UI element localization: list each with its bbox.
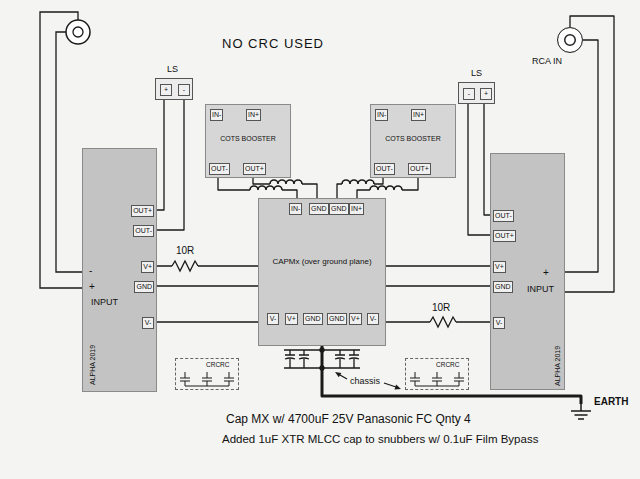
terminal-sign: -	[463, 88, 475, 100]
pin-label: IN-	[375, 109, 388, 121]
wire	[565, 40, 598, 272]
pin-label: GND	[493, 281, 513, 293]
ground-symbol	[570, 404, 592, 422]
input-sign: +	[543, 267, 549, 279]
pin-label: OUT-	[209, 163, 230, 175]
input-label: INPUT	[91, 297, 118, 307]
wire	[157, 100, 164, 210]
wire	[386, 265, 490, 266]
pin-label: GND	[327, 313, 347, 325]
jack-label: RCA IN	[532, 56, 562, 66]
pin-label: IN+	[246, 109, 261, 121]
board-name: CAPMx (over ground plane)	[262, 257, 382, 266]
junction-dot	[320, 366, 324, 370]
pin-label: V+	[285, 313, 298, 325]
diagram-title: NO CRC USED	[222, 37, 324, 52]
leader-arrowhead	[335, 372, 401, 389]
pin-label: V-	[267, 313, 279, 325]
wire	[565, 16, 614, 292]
input-label: INPUT	[527, 284, 554, 294]
pin-label: V-	[142, 317, 154, 329]
pin-label: OUT-	[133, 225, 154, 237]
ground-bars	[571, 404, 591, 419]
capmx-board: IN-GNDGNDIN+CAPMx (over ground plane)V-V…	[258, 198, 386, 346]
wire	[386, 285, 490, 286]
resistor-value: 10R	[432, 302, 450, 314]
pin-label: V-	[493, 317, 505, 329]
inductor-symbol	[250, 180, 402, 190]
chassis-note: chassis	[350, 376, 380, 386]
pin-label: GND	[309, 203, 329, 215]
pin-label: IN-	[210, 109, 223, 121]
pin-label: OUT+	[408, 163, 431, 175]
build-note: Cap MX w/ 4700uF 25V Panasonic FC Qnty 4	[226, 413, 471, 427]
rca-jack: RCA IN	[557, 27, 583, 53]
pin-label: V+	[141, 261, 154, 273]
rca-jack	[66, 20, 90, 44]
resistor-value: 10R	[176, 245, 194, 257]
booster-board: IN- IN+ COTS BOOSTER OUT- OUT+	[205, 104, 291, 178]
pin-label: OUT+	[493, 230, 516, 242]
wire	[468, 104, 490, 235]
earth-label: EARTH	[594, 396, 628, 408]
terminal-label: LS	[167, 64, 178, 74]
junction-dot	[320, 348, 324, 352]
capacitor-symbol	[410, 372, 464, 386]
input-wire	[40, 12, 82, 288]
pin-label: GND	[134, 281, 154, 293]
pin-label: IN+	[411, 109, 426, 121]
terminal-sign: +	[160, 84, 172, 96]
capacitor-symbol	[180, 372, 234, 386]
build-note: Added 1uF XTR MLCC cap to snubbers w/ 0.…	[222, 433, 538, 446]
input-sign: +	[89, 281, 95, 293]
booster-board: IN- IN+ COTS BOOSTER OUT- OUT+	[370, 104, 456, 178]
board-name: CRCRC	[436, 361, 459, 368]
pin-label: OUT-	[374, 163, 395, 175]
pin-label: IN-	[289, 203, 302, 215]
board-name: ALPHA 2019	[88, 345, 97, 385]
pin-label: GND	[329, 203, 349, 215]
speaker-terminal: LS-+	[458, 82, 495, 104]
wire	[357, 178, 418, 198]
leader-line	[340, 375, 396, 387]
rca-jack-center	[73, 27, 83, 37]
board-name: CRCRC	[206, 361, 229, 368]
wire	[157, 100, 184, 230]
wire	[157, 321, 258, 322]
pin-label: OUT+	[131, 205, 154, 217]
wire	[157, 285, 258, 286]
input-wire	[56, 32, 82, 272]
pin-label: OUT-	[493, 210, 514, 222]
earth-ground: EARTH	[570, 404, 592, 422]
terminal-sign: +	[480, 88, 492, 100]
crcrc-board: CRCRC	[405, 358, 469, 390]
pin-label: V-	[367, 313, 379, 325]
board-name: COTS BOOSTER	[374, 135, 452, 143]
crcrc-board: CRCRC	[175, 358, 239, 390]
terminal-label: LS	[471, 68, 482, 78]
pin-label: V+	[349, 313, 362, 325]
pin-label: IN+	[349, 203, 364, 215]
pin-label: V+	[493, 261, 506, 273]
speaker-terminal: LS+-	[155, 78, 193, 100]
board-name: ALPHA 2019	[553, 346, 562, 386]
amplifier-board: ALPHA 2019 OUT+ OUT- V+ GND V- - + INPUT	[82, 148, 157, 392]
amplifier-board: ALPHA 2019 OUT- OUT+ V+ GND V- + INPUT	[490, 153, 565, 390]
pin-label: GND	[303, 313, 323, 325]
terminal-sign: -	[178, 84, 190, 96]
input-sign: -	[89, 265, 92, 277]
pin-label: OUT+	[243, 163, 266, 175]
capacitor-bank	[284, 350, 360, 368]
board-name: COTS BOOSTER	[209, 135, 287, 143]
